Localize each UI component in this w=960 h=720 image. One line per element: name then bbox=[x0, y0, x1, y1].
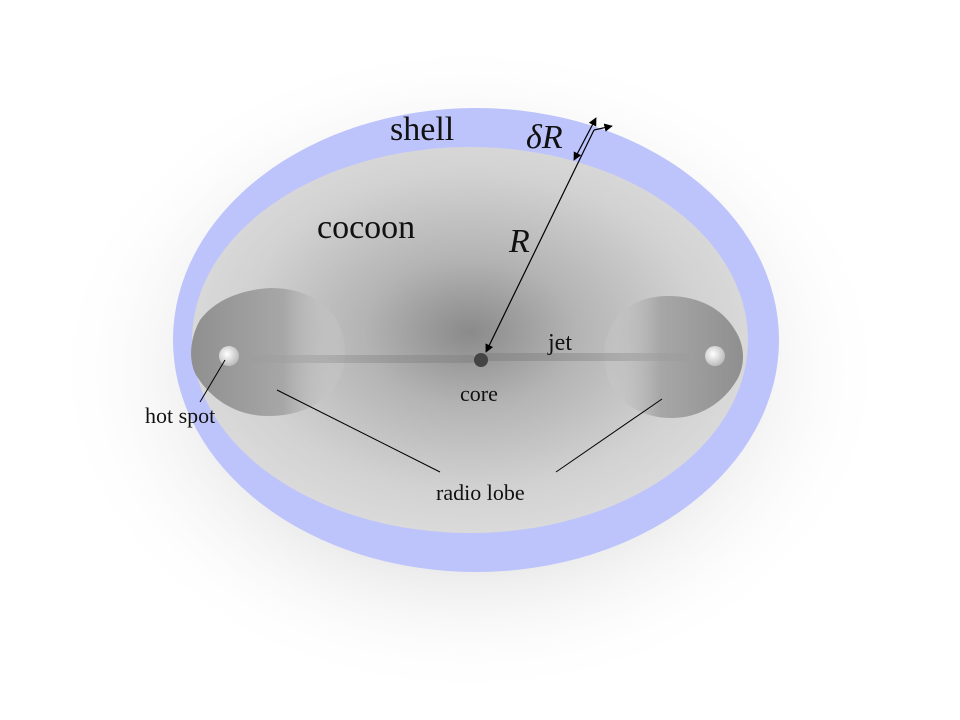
radio-lobe-pointer-left bbox=[276, 389, 441, 473]
jet-left bbox=[250, 355, 475, 363]
label-shell: shell bbox=[390, 111, 454, 148]
label-radio-lobe: radio lobe bbox=[436, 480, 525, 505]
label-shell-thickness: δR bbox=[526, 119, 563, 156]
cocoon-body bbox=[192, 147, 748, 533]
label-radius: R bbox=[508, 223, 530, 260]
hot-spot-left bbox=[219, 346, 239, 366]
radius-arrow bbox=[485, 129, 595, 353]
label-core: core bbox=[460, 381, 498, 406]
label-hot-spot: hot spot bbox=[145, 403, 215, 428]
jet-right bbox=[485, 353, 690, 361]
radio-lobe-left bbox=[191, 288, 345, 416]
core-dot bbox=[474, 353, 488, 367]
radio-lobe-pointer-right bbox=[555, 398, 663, 473]
label-delta-r: R bbox=[541, 119, 563, 156]
shell-thickness-tick bbox=[593, 123, 613, 132]
hot-spot-right bbox=[705, 346, 725, 366]
label-jet: jet bbox=[547, 330, 572, 356]
label-cocoon: cocoon bbox=[317, 209, 415, 246]
hot-spot-pointer bbox=[199, 359, 226, 403]
shell-thickness-arrow bbox=[573, 117, 597, 161]
label-delta: δ bbox=[526, 119, 543, 156]
